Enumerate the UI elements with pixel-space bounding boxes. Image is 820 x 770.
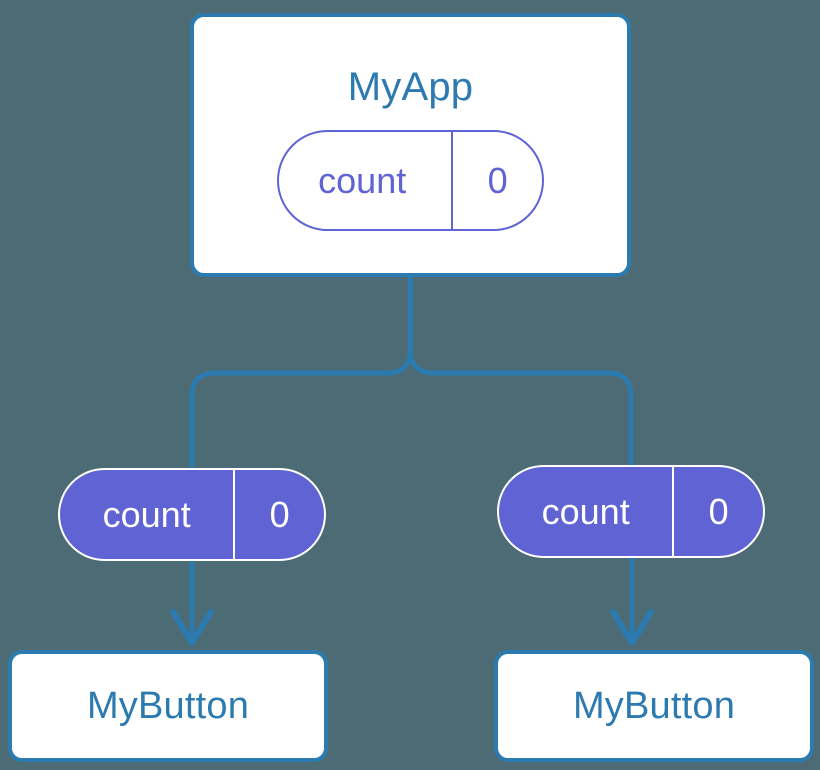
component-node-myapp[interactable]: MyApp (190, 13, 631, 277)
component-node-mybutton-right[interactable]: MyButton (494, 650, 814, 762)
state-pill-value: 0 (233, 470, 324, 559)
wire-root-to-branches (189, 274, 413, 471)
state-pill-root[interactable]: count 0 (277, 130, 544, 231)
state-pill-label: count (102, 493, 191, 535)
component-title: MyButton (572, 684, 736, 727)
arrowhead-left (170, 609, 214, 646)
component-node-mybutton-left[interactable]: MyButton (8, 650, 328, 762)
wire-root-to-right-branch (408, 347, 634, 468)
state-pill-right[interactable]: count 0 (497, 465, 765, 558)
state-pill-value: 0 (451, 132, 542, 229)
state-pill-label: count (318, 159, 407, 201)
state-pill-left[interactable]: count 0 (58, 468, 326, 561)
component-title: MyButton (86, 684, 250, 727)
arrowhead-right (610, 609, 654, 646)
state-pill-label: count (541, 490, 630, 532)
state-pill-value: 0 (672, 467, 763, 556)
component-title: MyApp (347, 65, 474, 109)
